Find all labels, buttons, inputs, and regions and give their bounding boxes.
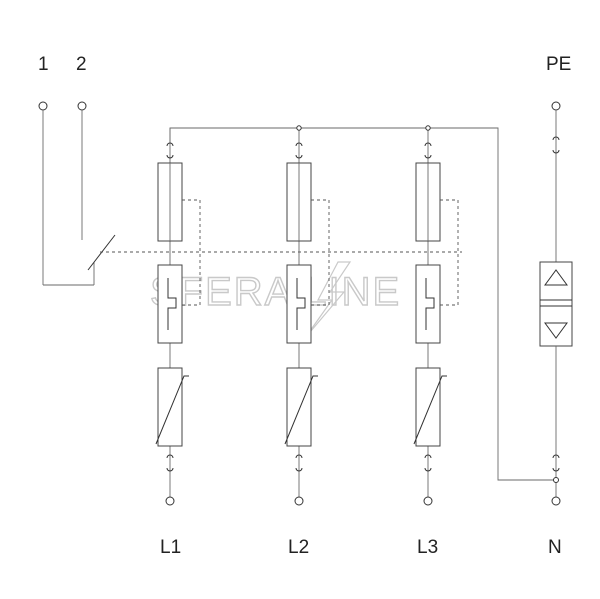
bottom-fuse-link-icon-l2 xyxy=(295,454,303,472)
varistor-symbol-l3 xyxy=(413,375,447,445)
thermal-link-dashed-l1 xyxy=(182,199,201,306)
pe-junction xyxy=(553,477,559,483)
phase-module-l3 xyxy=(413,125,459,506)
bottom-fuse-link-icon-l1 xyxy=(166,454,174,472)
signal-contact xyxy=(38,101,116,286)
terminal-2-label: 2 xyxy=(76,54,87,75)
terminal-2 xyxy=(77,101,87,111)
watermark-text: SFERA LINE xyxy=(150,270,401,314)
pe-fuse-link-icon xyxy=(552,136,560,154)
top-fuse-link-icon-l3 xyxy=(424,142,432,159)
terminal-l2 xyxy=(294,496,304,506)
spark-gap-box xyxy=(539,261,573,347)
phase-l3-label: L3 xyxy=(417,537,438,558)
varistor-box-l2 xyxy=(286,367,312,447)
disconnector-symbol-l1 xyxy=(167,278,177,330)
terminal-l3 xyxy=(423,496,433,506)
bottom-fuse-link-icon-l3 xyxy=(424,454,432,472)
bus-junction-l3 xyxy=(425,125,431,131)
phase-module-l2 xyxy=(284,125,330,506)
lightning-bolt-icon xyxy=(304,261,352,339)
terminal-n xyxy=(551,496,561,506)
top-fuse-link-icon-l2 xyxy=(295,142,303,159)
terminal-1-label: 1 xyxy=(38,54,49,75)
varistor-symbol-l2 xyxy=(284,375,318,445)
disconnector-box-l3 xyxy=(415,264,441,344)
disconnector-symbol-l2 xyxy=(296,278,306,330)
n-fuse-link-icon xyxy=(552,454,560,472)
switch-blade xyxy=(87,234,116,271)
spark-gap-upper-triangle xyxy=(544,269,568,286)
bus-junction-l2 xyxy=(296,125,302,131)
top-fuse-link-icon-l1 xyxy=(166,142,174,159)
disconnector-box-l1 xyxy=(157,264,183,344)
neutral-label: N xyxy=(548,537,562,558)
varistor-box-l1 xyxy=(157,367,183,447)
terminal-1 xyxy=(38,101,48,111)
spark-gap-lower-triangle xyxy=(544,322,568,339)
watermark: SFERA LINE xyxy=(149,261,401,339)
disconnector-box-l2 xyxy=(286,264,312,344)
terminal-pe xyxy=(551,101,561,111)
phase-module-l1 xyxy=(155,128,201,506)
terminal-l1 xyxy=(165,496,175,506)
thermal-link-dashed-l2 xyxy=(311,199,330,306)
thermal-link-dashed-l3 xyxy=(440,199,459,306)
pe-n-column xyxy=(539,101,573,506)
varistor-symbol-l1 xyxy=(155,375,189,445)
phase-l2-label: L2 xyxy=(288,537,309,558)
phase-l1-label: L1 xyxy=(160,537,181,558)
varistor-box-l3 xyxy=(415,367,441,447)
disconnector-symbol-l3 xyxy=(425,278,435,330)
terminal-pe-label: PE xyxy=(546,54,571,75)
